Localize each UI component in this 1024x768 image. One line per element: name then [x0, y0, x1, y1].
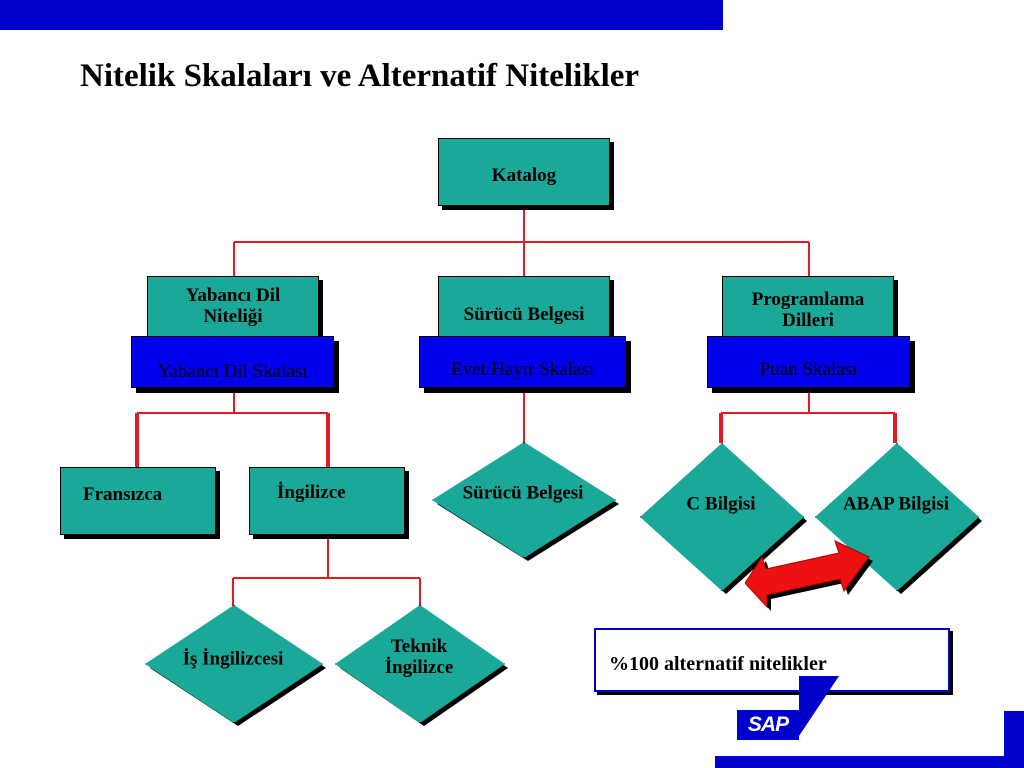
- node-katalog: Katalog: [438, 138, 610, 206]
- note-text: %100 alternatif nitelikler: [609, 653, 827, 675]
- sap-logo: SAP: [737, 710, 799, 740]
- node-label-line: Programlama: [751, 289, 865, 310]
- slide-title: Nitelik Skalaları ve Alternatif Nitelikl…: [80, 58, 640, 94]
- corner-brand-bar: [1004, 711, 1024, 768]
- scale-evet-hayir: Evet/Hayır Skalası: [419, 336, 626, 388]
- node-surucu-belgesi-label: Sürücü Belgesi: [463, 304, 585, 325]
- scale-evet-hayir-label: Evet/Hayır Skalası: [451, 359, 594, 380]
- node-yabanci-dil-niteligi: Yabancı Dil Niteliği: [147, 276, 319, 338]
- diamond-surucu-belgesi: Sürücü Belgesi: [432, 442, 619, 561]
- note-alternatif-nitelikler: %100 alternatif nitelikler: [594, 628, 950, 692]
- node-surucu-belgesi: Sürücü Belgesi: [438, 276, 610, 338]
- top-brand-bar: [0, 0, 723, 30]
- node-label-line: Dilleri: [782, 310, 834, 331]
- scale-puan-label: Puan Skalası: [759, 359, 858, 380]
- diamond-label-line: İngilizce: [384, 657, 454, 678]
- diamond-is-ingilizcesi-label: İş İngilizcesi: [182, 648, 284, 670]
- scale-puan: Puan Skalası: [707, 336, 910, 388]
- node-label-line: Niteliği: [203, 306, 263, 327]
- node-ingilizce-label: İngilizce: [277, 482, 346, 503]
- node-ingilizce: İngilizce: [249, 467, 405, 535]
- node-label-line: Yabancı Dil: [185, 285, 281, 306]
- scale-yabanci-dil: Yabancı Dil Skalası: [131, 336, 334, 388]
- diamond-c-bilgisi-label: C Bilgisi: [686, 493, 756, 515]
- diamond-abap-bilgisi-label: ABAP Bilgisi: [842, 493, 950, 515]
- diamond-teknik-ingilizce: Teknik İngilizce: [335, 605, 508, 726]
- diamond-is-ingilizcesi: İş İngilizcesi: [145, 605, 326, 726]
- sap-logo-triangle: [799, 676, 839, 736]
- diamond-teknik-ingilizce-label: Teknik İngilizce: [305, 636, 533, 678]
- diamond-surucu-belgesi-label: Sürücü Belgesi: [462, 482, 584, 504]
- bottom-brand-bar: [715, 756, 1024, 768]
- diamond-label-line: Teknik: [390, 636, 448, 657]
- double-arrow-icon: [745, 540, 873, 611]
- node-fransizca-label: Fransızca: [83, 484, 163, 505]
- node-fransizca: Fransızca: [60, 467, 216, 535]
- node-katalog-label: Katalog: [491, 165, 557, 186]
- node-programlama-dilleri: Programlama Dilleri: [722, 276, 894, 338]
- scale-yabanci-dil-label: Yabancı Dil Skalası: [157, 361, 308, 382]
